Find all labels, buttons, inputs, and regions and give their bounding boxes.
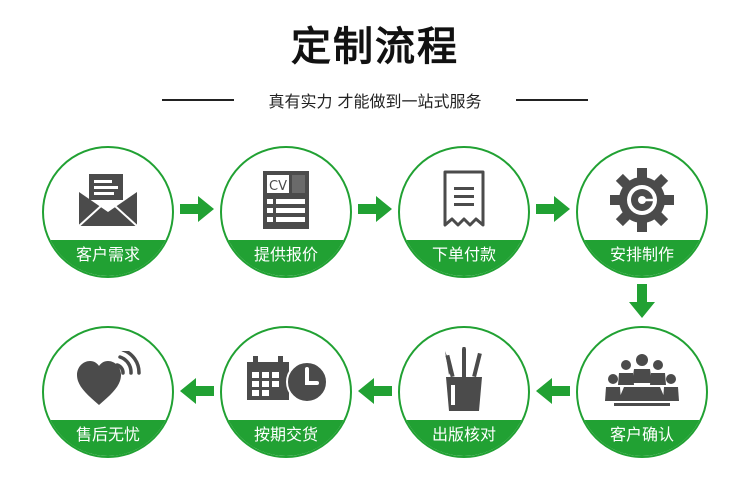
calendar-clock-icon [222,342,350,418]
meeting-people-icon [578,342,706,418]
step-production: 安排制作 [576,146,708,278]
subtitle-divider-right [516,99,588,101]
step-label: 客户需求 [44,240,172,276]
envelope-letter-icon [44,162,172,238]
arrow-right-icon [180,196,214,222]
step-label: 售后无忧 [44,420,172,456]
step-after-sales: 售后无忧 [42,326,174,458]
gear-icon [578,162,706,238]
step-label: 提供报价 [222,240,350,276]
arrow-down-icon [629,284,655,318]
step-label: 下单付款 [400,240,528,276]
subtitle: 真有实力 才能做到一站式服务 [268,92,482,111]
step-label: 安排制作 [578,240,706,276]
subtitle-divider-left [162,99,234,101]
pencil-cup-icon [400,342,528,418]
step-customer-demand: 客户需求 [42,146,174,278]
cv-document-icon: CV [222,162,350,238]
arrow-left-icon [180,378,214,404]
arrow-left-icon [536,378,570,404]
page-title: 定制流程 [291,24,459,70]
step-label: 出版核对 [400,420,528,456]
subtitle-row: 真有实力 才能做到一站式服务 [0,86,750,112]
step-label: 按期交货 [222,420,350,456]
arrow-right-icon [536,196,570,222]
receipt-icon [400,162,528,238]
step-quotation: CV 提供报价 [220,146,352,278]
step-proof-check: 出版核对 [398,326,530,458]
step-customer-confirm: 客户确认 [576,326,708,458]
heart-signal-icon [44,342,172,418]
arrow-left-icon [358,378,392,404]
step-on-time-delivery: 按期交货 [220,326,352,458]
arrow-right-icon [358,196,392,222]
svg-text:CV: CV [269,179,287,194]
step-label: 客户确认 [578,420,706,456]
step-order-payment: 下单付款 [398,146,530,278]
